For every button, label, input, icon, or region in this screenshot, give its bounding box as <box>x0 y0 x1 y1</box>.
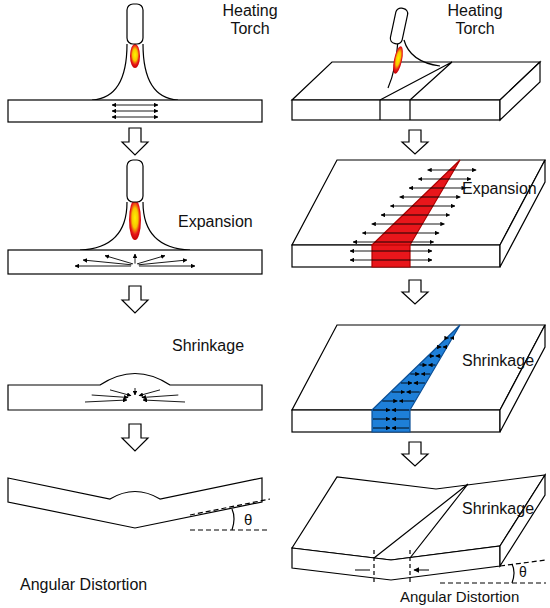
angle-arc <box>232 509 234 530</box>
heat-flow-arrow <box>399 401 414 402</box>
heat-flow-arrow <box>372 224 445 225</box>
heat-flow-arrow <box>392 428 409 429</box>
heat-flow-arrow <box>429 365 436 366</box>
heat-flow-arrow <box>392 410 409 411</box>
plate-side <box>500 160 545 267</box>
heat-flow-arrow <box>450 338 452 339</box>
caption-label: Angular Distortion <box>400 588 519 605</box>
stage-label: Expansion <box>462 180 537 198</box>
heat-flow-arrow <box>92 395 128 398</box>
cooled-wedge <box>372 325 460 432</box>
heat-flow-arrow <box>410 374 419 375</box>
heat-flow-arrow <box>438 347 441 348</box>
flame-spread <box>388 40 440 88</box>
shrink-arrow <box>355 569 429 570</box>
flame <box>391 45 405 74</box>
heat-flow-arrow <box>135 117 158 118</box>
heat-flow-arrow <box>75 266 131 267</box>
heat-flow-arrow <box>112 105 135 106</box>
reference-line <box>440 582 546 583</box>
heat-flow-arrow <box>83 260 131 265</box>
plate-front <box>292 546 500 580</box>
stage-label: Shrinkage <box>462 500 534 518</box>
heat-flow-arrow <box>143 400 185 402</box>
plate <box>8 374 262 411</box>
step-arrow <box>402 280 428 304</box>
heat-flow-arrow <box>392 392 405 393</box>
stage-label: Expansion <box>178 213 253 231</box>
heat-flow-arrow <box>409 188 466 189</box>
heat-flow-arrow <box>447 338 449 339</box>
heat-flow-arrow <box>137 256 165 264</box>
plate-side <box>500 325 545 432</box>
heat-flow-arrow <box>373 410 390 411</box>
heat-flow-arrow <box>138 260 186 265</box>
wedge-outline <box>380 62 452 120</box>
heat-flow-arrow <box>110 390 131 396</box>
plate-side <box>500 475 545 566</box>
heat-flow-arrow <box>350 251 432 252</box>
stage-label: Shrinkage <box>172 337 244 355</box>
step-arrow <box>122 128 148 155</box>
plate-front <box>292 100 500 120</box>
heat-flow-arrow <box>414 383 425 384</box>
heat-flow-arrow <box>353 242 434 243</box>
torch-nozzle <box>127 160 143 202</box>
heat-flow-arrow <box>429 356 434 357</box>
heat-flow-arrow <box>85 400 127 402</box>
stage-label: Shrinkage <box>462 352 534 370</box>
heat-flow-arrow <box>428 170 476 171</box>
heat-flow-arrow <box>421 374 430 375</box>
heat-flow-arrow <box>135 105 158 106</box>
heat-flow-arrow <box>112 111 135 112</box>
heat-flow-arrow <box>390 206 455 207</box>
heat-flow-arrow <box>420 365 427 366</box>
heat-flow-arrow <box>407 392 420 393</box>
reference-line <box>190 529 270 530</box>
heat-flow-arrow <box>139 390 160 396</box>
plate <box>8 100 262 122</box>
flame <box>130 44 140 68</box>
torch-nozzle <box>389 7 408 45</box>
heat-flow-arrow <box>401 383 412 384</box>
step-arrow <box>402 130 428 154</box>
step-arrow <box>122 286 148 313</box>
wedge-edge <box>374 550 410 582</box>
wedge-outline <box>374 484 468 558</box>
heat-flow-arrow <box>135 388 136 395</box>
heat-flow-arrow <box>135 254 136 264</box>
heat-flow-arrow <box>443 347 446 348</box>
plate <box>8 250 262 274</box>
heat-flow-arrow <box>373 428 390 429</box>
plate-side <box>500 62 540 120</box>
step-arrow <box>122 424 148 451</box>
heat-flow-arrow <box>135 111 158 112</box>
step-arrow <box>402 442 428 466</box>
distorted-plate <box>8 478 262 528</box>
torch-label: Heating Torch <box>430 2 520 39</box>
heat-flow-arrow <box>373 419 390 420</box>
angle-symbol: θ <box>519 564 527 580</box>
heat-flow-arrow <box>382 401 397 402</box>
caption-label: Angular Distortion <box>20 576 147 594</box>
angle-arc <box>512 564 514 583</box>
plate-extension <box>190 499 270 515</box>
heat-flow-arrow <box>436 356 441 357</box>
torch-label: Heating Torch <box>205 2 295 39</box>
heat-flow-arrow <box>112 117 135 118</box>
heat-flow-arrow <box>392 419 409 420</box>
angle-symbol: θ <box>244 511 252 528</box>
heat-flow-arrow <box>400 197 461 198</box>
heat-flow-arrow <box>142 395 178 398</box>
heat-flow-arrow <box>350 260 432 261</box>
flame <box>129 200 141 240</box>
torch-nozzle <box>127 4 143 44</box>
heat-flow-arrow <box>418 179 470 180</box>
heat-flow-arrow <box>381 215 450 216</box>
heat-flow-arrow <box>362 233 439 234</box>
heat-flow-arrow <box>139 266 195 267</box>
flame-spread <box>92 44 178 100</box>
